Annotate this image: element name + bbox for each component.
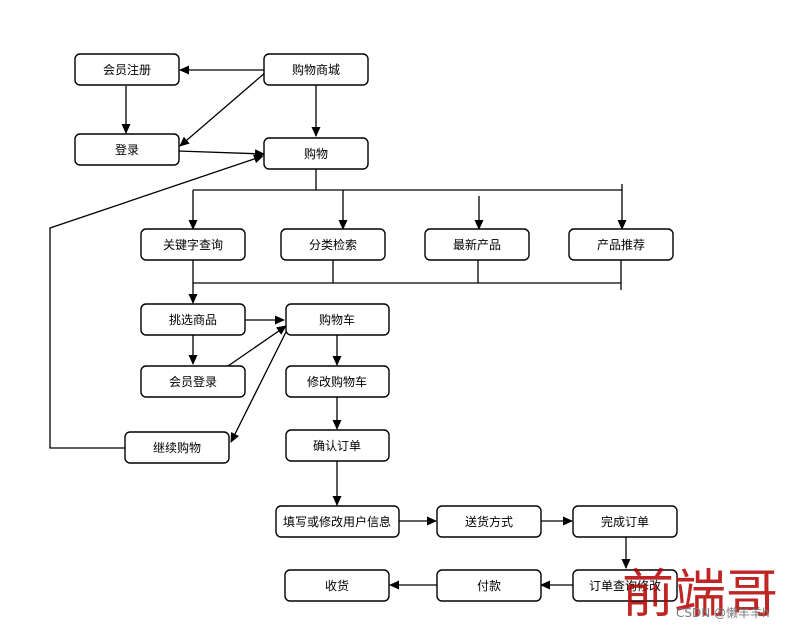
node-mall-label: 购物商城: [292, 62, 340, 77]
node-new-products: 最新产品: [424, 228, 530, 261]
node-modify-cart-label: 修改购物车: [307, 374, 367, 389]
node-cart-label: 购物车: [319, 312, 355, 327]
node-member-login-label: 会员登录: [169, 374, 217, 389]
node-pay: 付款: [436, 569, 542, 602]
node-shopping: 购物: [263, 137, 369, 170]
watermark-title: 前端哥: [622, 565, 778, 625]
node-category-search-label: 分类检索: [309, 237, 357, 252]
node-select-goods-label: 挑选商品: [169, 312, 217, 327]
node-confirm-order: 确认订单: [285, 429, 390, 462]
node-complete-order-label: 完成订单: [601, 514, 649, 529]
node-delivery-label: 送货方式: [465, 514, 513, 529]
node-member-login: 会员登录: [140, 365, 246, 398]
edges: [49, 65, 631, 590]
node-receive: 收货: [284, 569, 390, 602]
edge-mall-to-login: [179, 71, 267, 147]
node-register-label: 会员注册: [103, 62, 151, 77]
node-keyword-search-label: 关键字查询: [163, 237, 223, 252]
node-complete-order: 完成订单: [572, 505, 678, 538]
watermark: 前端哥 CSDN @懒羊羊h: [622, 565, 778, 625]
node-mall: 购物商城: [263, 53, 369, 86]
edge-continue-to-shopping: [49, 154, 264, 449]
edge-cart-to-continue: [230, 329, 288, 443]
edge-login-to-shopping: [177, 149, 265, 159]
node-cart: 购物车: [285, 303, 390, 336]
node-login: 登录: [74, 133, 180, 166]
node-pay-label: 付款: [477, 579, 501, 593]
node-fill-info-label: 填写或修改用户信息: [283, 514, 391, 529]
node-category-search: 分类检索: [280, 228, 386, 261]
node-query-order: 订单查询修改: [572, 569, 678, 602]
node-recommend: 产品推荐: [568, 228, 674, 261]
node-continue-shopping: 继续购物: [124, 431, 230, 464]
node-receive-label: 收货: [325, 578, 349, 593]
node-register: 会员注册: [74, 53, 180, 86]
node-new-products-label: 最新产品: [453, 237, 501, 252]
node-confirm-order-label: 确认订单: [313, 439, 361, 453]
watermark-credit: CSDN @懒羊羊h: [676, 605, 770, 620]
node-delivery: 送货方式: [436, 505, 542, 538]
node-recommend-label: 产品推荐: [597, 238, 645, 252]
node-select-goods: 挑选商品: [140, 303, 246, 336]
node-modify-cart: 修改购物车: [285, 365, 390, 398]
node-query-order-label: 订单查询修改: [589, 578, 661, 593]
node-shopping-label: 购物: [304, 146, 328, 161]
node-keyword-search: 关键字查询: [140, 228, 246, 261]
node-login-label: 登录: [115, 142, 139, 157]
edge-member-login-to-cart: [227, 325, 287, 367]
node-continue-shopping-label: 继续购物: [153, 440, 201, 455]
node-fill-info: 填写或修改用户信息: [275, 505, 400, 538]
nodes: 会员注册 购物商城 登录 购物 关键字查询 分类检索 最新产品 产品推荐: [74, 53, 678, 602]
